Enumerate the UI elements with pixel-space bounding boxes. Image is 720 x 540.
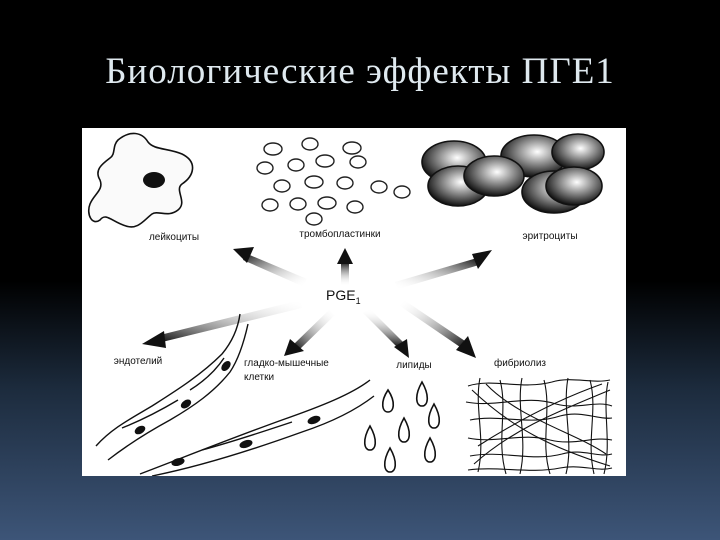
- label-smooth-muscle-line1: гладко-мышечные: [244, 358, 329, 369]
- pge-text: PGE: [326, 287, 356, 303]
- pge-subscript: 1: [356, 296, 361, 306]
- fibrin-mesh-icon: [465, 377, 613, 475]
- label-smooth-muscle-line2: клетки: [244, 372, 274, 383]
- arrow-to-erythrocytes: [395, 250, 492, 289]
- slide-title: Биологические эффекты ПГЕ1: [105, 51, 615, 92]
- label-lipids: липиды: [396, 360, 431, 371]
- arrow-to-platelets: [337, 248, 353, 286]
- figure-panel: лейкоциты тромбопластинки эритроциты PGE…: [82, 128, 626, 476]
- endothelium-cells-icon: [95, 313, 375, 476]
- arrow-to-leukocytes: [233, 247, 307, 286]
- label-erythrocytes: эритроциты: [522, 231, 577, 242]
- arrow-to-lipids: [363, 309, 409, 358]
- label-leukocytes: лейкоциты: [149, 232, 199, 243]
- erythrocytes-icon: [421, 133, 605, 214]
- label-fibrinolysis: фибриолиз: [494, 357, 546, 369]
- platelets-icon: [256, 137, 411, 226]
- label-endothelium: эндотелий: [114, 356, 163, 367]
- pge1-effects-diagram: лейкоциты тромбопластинки эритроциты PGE…: [87, 132, 613, 476]
- arrow-to-endothelium: [142, 300, 302, 348]
- arrow-to-smooth-muscle: [284, 310, 335, 356]
- arrow-to-fibrinolysis: [400, 300, 476, 358]
- center-label-pge: PGE1: [326, 287, 361, 306]
- lipid-droplets-icon: [363, 380, 441, 473]
- leukocyte-cell-icon: [87, 132, 194, 228]
- label-platelets: тромбопластинки: [299, 228, 380, 240]
